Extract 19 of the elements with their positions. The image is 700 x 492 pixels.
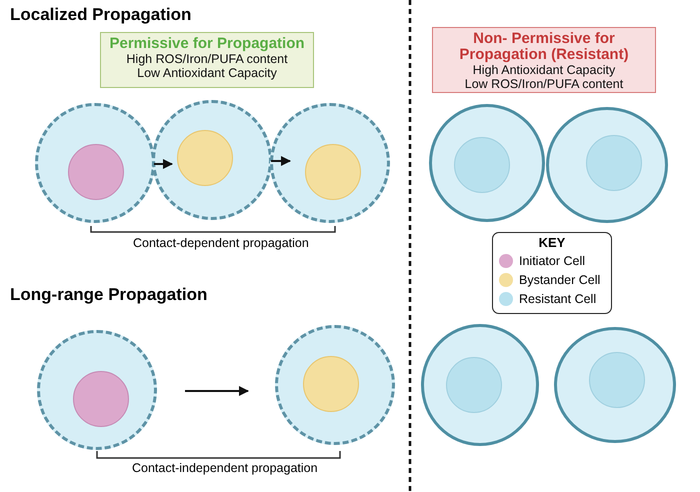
legend-label: Resistant Cell — [519, 292, 596, 306]
box-text: High Antioxidant Capacity — [472, 63, 616, 77]
arrow — [271, 156, 291, 166]
section-heading: Localized Propagation — [10, 5, 192, 25]
box-heading: Non- Permissive for Propagation (Resistant) — [458, 31, 630, 63]
bracket-label: Contact-independent propagation — [132, 461, 318, 475]
box-text: Low Antioxidant Capacity — [136, 66, 278, 80]
legend-label: Initiator Cell — [519, 254, 585, 268]
section-heading: Long-range Propagation — [10, 285, 208, 305]
arrow — [185, 386, 249, 396]
box-text: High ROS/Iron/PUFA content — [125, 52, 289, 66]
info-box — [100, 32, 314, 88]
legend-label: Bystander Cell — [519, 273, 600, 287]
bracket-label: Contact-dependent propagation — [133, 236, 309, 250]
box-heading: Permissive for Propagation — [108, 36, 306, 52]
arrow — [154, 159, 173, 169]
box-text: Low ROS/Iron/PUFA content — [464, 77, 624, 91]
key-title: KEY — [538, 235, 566, 250]
info-box — [432, 27, 656, 93]
